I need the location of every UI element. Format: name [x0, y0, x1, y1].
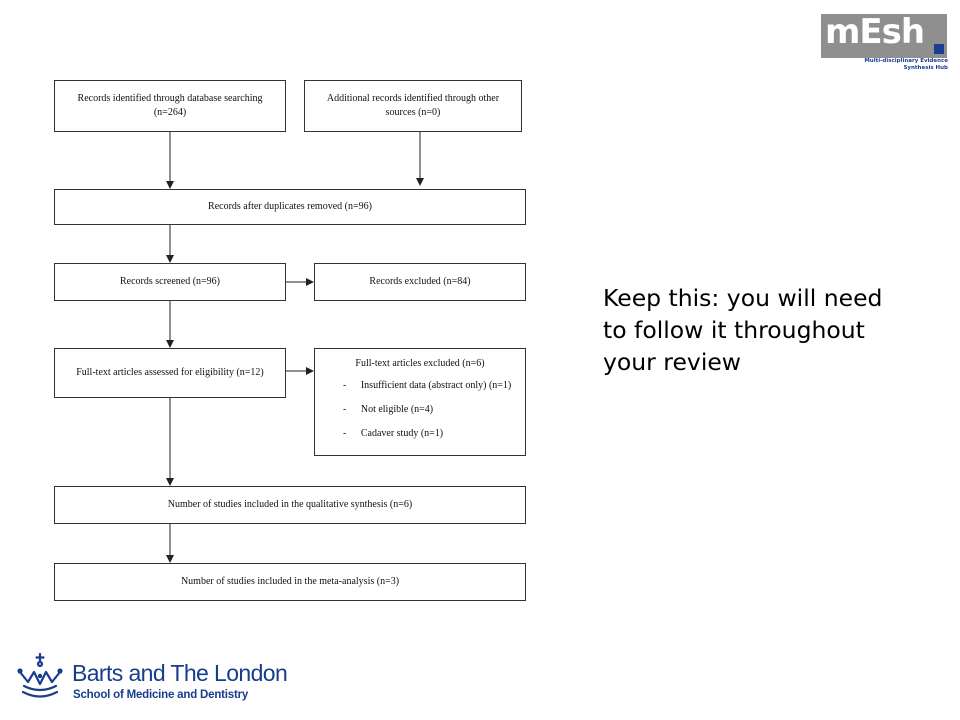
box-after-duplicates: Records after duplicates removed (n=96) — [54, 189, 526, 225]
exclusion-reason-3-text: Cadaver study (n=1) — [360, 428, 444, 439]
fulltext-excluded-title: Full-text articles excluded (n=6) — [355, 358, 485, 369]
mesh-logo: mEsh — [821, 12, 947, 58]
exclusion-reason-2: - Not eligible (n=4) — [343, 403, 433, 417]
mesh-subtitle-line-1: Multi-disciplinary Evidence — [864, 58, 948, 64]
box-records-excluded: Records excluded (n=84) — [314, 263, 526, 301]
exclusion-reason-3: - Cadaver study (n=1) — [343, 427, 443, 441]
bullet-2: - — [343, 404, 347, 415]
bullet-1: - — [343, 380, 347, 391]
barts-logo: Barts and The London School of Medicine … — [14, 652, 314, 702]
exclusion-reason-1-text: Insufficient data (abstract only) (n=1) — [360, 380, 512, 391]
box-records-excluded-text: Records excluded (n=84) — [369, 276, 471, 287]
mesh-logo-subtitle: Multi-disciplinary Evidence Synthesis Hu… — [846, 58, 948, 72]
exclusion-reason-2-text: Not eligible (n=4) — [360, 404, 434, 415]
bullet-3: - — [343, 428, 347, 439]
box-qualitative-synthesis: Number of studies included in the qualit… — [54, 486, 526, 524]
barts-logo-school: School of Medicine and Dentistry — [73, 689, 249, 701]
box-meta-analysis: Number of studies included in the meta-a… — [54, 563, 526, 601]
box-identified-database: Records identified through database sear… — [54, 80, 286, 132]
box-identified-database-text: Records identified through database sear… — [77, 93, 263, 118]
exclusion-reason-1: - Insufficient data (abstract only) (n=1… — [343, 379, 511, 393]
mesh-logo-dot — [934, 44, 944, 54]
box-identified-other-sources: Additional records identified through ot… — [304, 80, 522, 132]
box-fulltext-assessed-text: Full-text articles assessed for eligibil… — [76, 367, 264, 378]
box-fulltext-excluded: Full-text articles excluded (n=6) - Insu… — [314, 348, 526, 456]
box-qualitative-synthesis-text: Number of studies included in the qualit… — [167, 499, 413, 510]
review-note: Keep this: you will need to follow it th… — [603, 284, 883, 376]
mesh-subtitle-line-2: Synthesis Hub — [903, 65, 948, 71]
box-meta-analysis-text: Number of studies included in the meta-a… — [180, 576, 400, 587]
box-records-screened-text: Records screened (n=96) — [119, 276, 221, 287]
mesh-logo-word: mEsh — [825, 12, 925, 52]
box-identified-other-sources-text: Additional records identified through ot… — [326, 93, 500, 118]
box-after-duplicates-text: Records after duplicates removed (n=96) — [208, 201, 372, 212]
barts-logo-name: Barts and The London — [72, 660, 288, 686]
crown-icon — [17, 652, 63, 698]
box-records-screened: Records screened (n=96) — [54, 263, 286, 301]
box-fulltext-assessed: Full-text articles assessed for eligibil… — [54, 348, 286, 398]
